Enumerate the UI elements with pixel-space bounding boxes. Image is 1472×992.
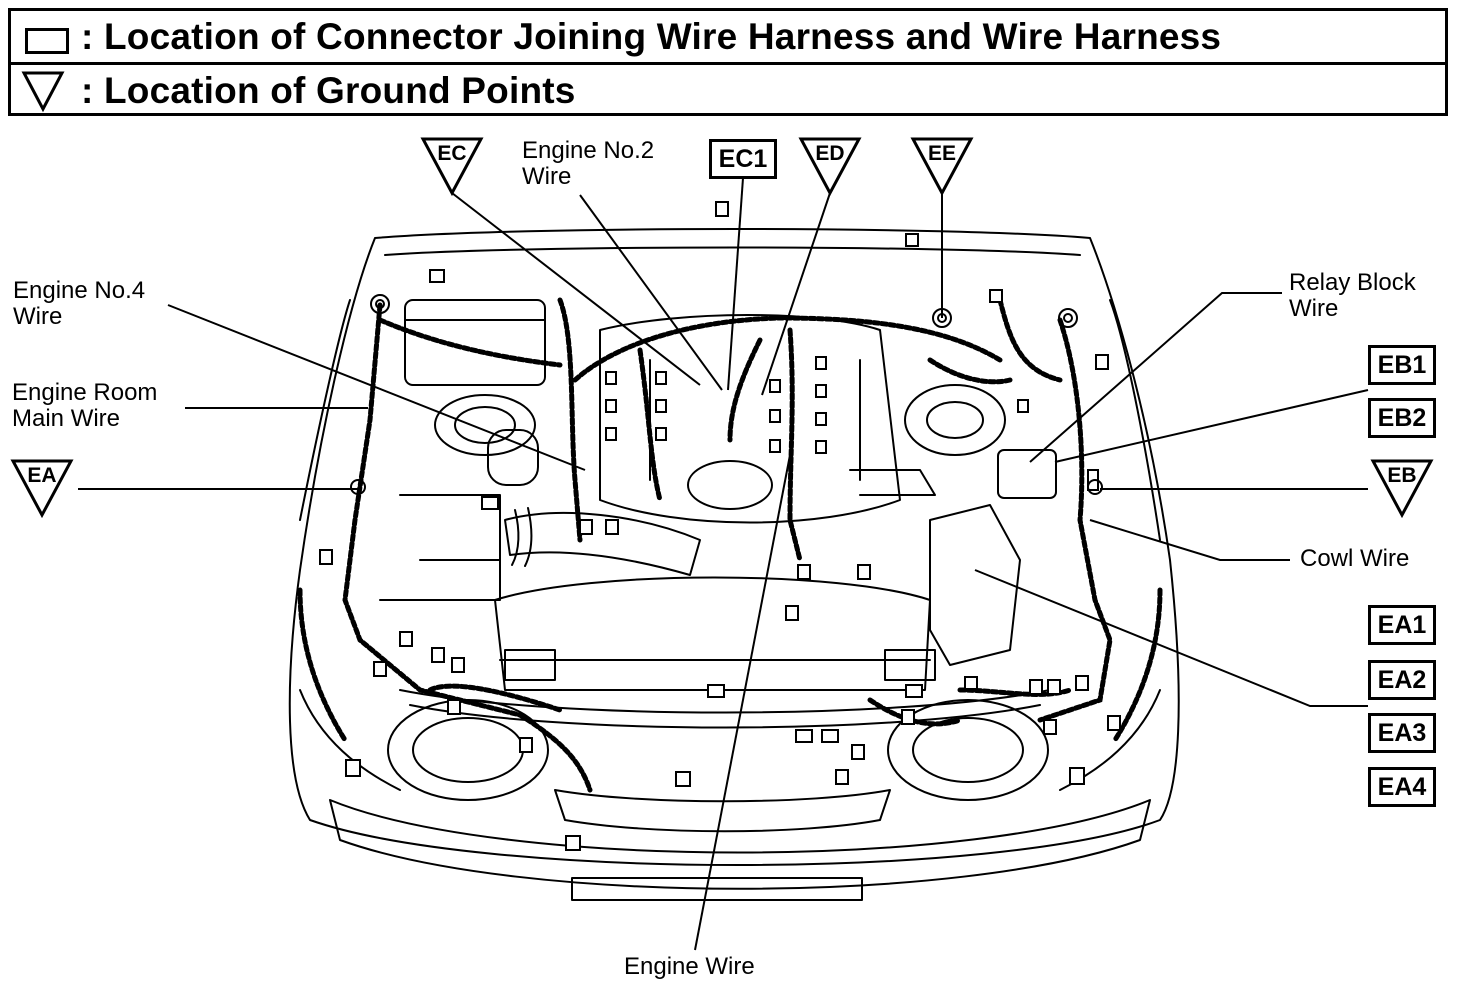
leader-ec1 [727, 177, 744, 391]
ground-ea: EA [10, 458, 74, 518]
leader-ed [761, 192, 831, 396]
crossmember [494, 576, 931, 691]
throttle-body [687, 460, 773, 510]
label-relay-block-wire: Relay Block Wire [1289, 269, 1416, 322]
connector-ea1: EA1 [1368, 605, 1436, 645]
ground-ed: ED [798, 136, 862, 196]
license-plate-bracket [571, 877, 863, 901]
ground-ee: EE [910, 136, 974, 196]
connector-box-icon [11, 14, 81, 60]
label-engine-no2-wire: Engine No.2 Wire [522, 137, 655, 190]
leader-engine-no2 [579, 194, 723, 391]
battery [404, 299, 546, 386]
label-engine-room-main-wire: Engine Room Main Wire [12, 379, 158, 432]
intake-duct [504, 511, 701, 576]
connector-ea3: EA3 [1368, 713, 1436, 753]
fuse-box [929, 504, 1021, 666]
legend-connector-text: : Location of Connector Joining Wire Har… [81, 15, 1222, 57]
connector-eb2: EB2 [1368, 398, 1436, 438]
connector-ea4: EA4 [1368, 767, 1436, 807]
label-engine-wire: Engine Wire [624, 953, 755, 980]
right-headlight [887, 699, 1049, 801]
ground-ec: EC [420, 136, 484, 196]
relay-block [997, 449, 1057, 499]
leader-ec [451, 192, 701, 386]
leader-engine-wire [694, 454, 791, 951]
bumper [329, 799, 1151, 890]
label-cowl-wire: Cowl Wire [1300, 545, 1410, 572]
engine-room-main-harness [342, 302, 523, 718]
body-outline [288, 228, 1180, 866]
legend: : Location of Connector Joining Wire Har… [8, 8, 1448, 116]
leader-eb1 [1054, 389, 1369, 463]
ground-triangle-icon [11, 68, 81, 114]
engine-cover [599, 314, 901, 524]
hood-inner-line [384, 246, 1081, 256]
ground-triangle-icon [10, 459, 74, 518]
legend-connector-row: : Location of Connector Joining Wire Har… [11, 11, 1445, 65]
legend-ground-row: : Location of Ground Points [11, 65, 1445, 116]
ground-eb: EB [1370, 458, 1434, 518]
leader-cowl [1089, 519, 1290, 561]
left-strut-tower [434, 394, 536, 456]
leader-engine-no4 [167, 304, 586, 471]
grille [554, 789, 891, 833]
right-strut-tower [904, 384, 1006, 456]
ground-triangle-icon [420, 137, 484, 196]
legend-ground-text: : Location of Ground Points [81, 69, 576, 111]
cowl-harness [1037, 317, 1113, 723]
connector-eb1: EB1 [1368, 345, 1436, 385]
leader-ea-connectors [974, 569, 1368, 707]
ground-triangle-icon [1370, 459, 1434, 518]
connector-ec1: EC1 [709, 139, 777, 179]
radiator-support [399, 689, 1051, 714]
ground-triangle-icon [798, 137, 862, 196]
ground-triangle-icon [910, 137, 974, 196]
connector-ea2: EA2 [1368, 660, 1436, 700]
leader-relay-block [1029, 292, 1282, 463]
label-engine-no4-wire: Engine No.4 Wire [13, 277, 146, 330]
